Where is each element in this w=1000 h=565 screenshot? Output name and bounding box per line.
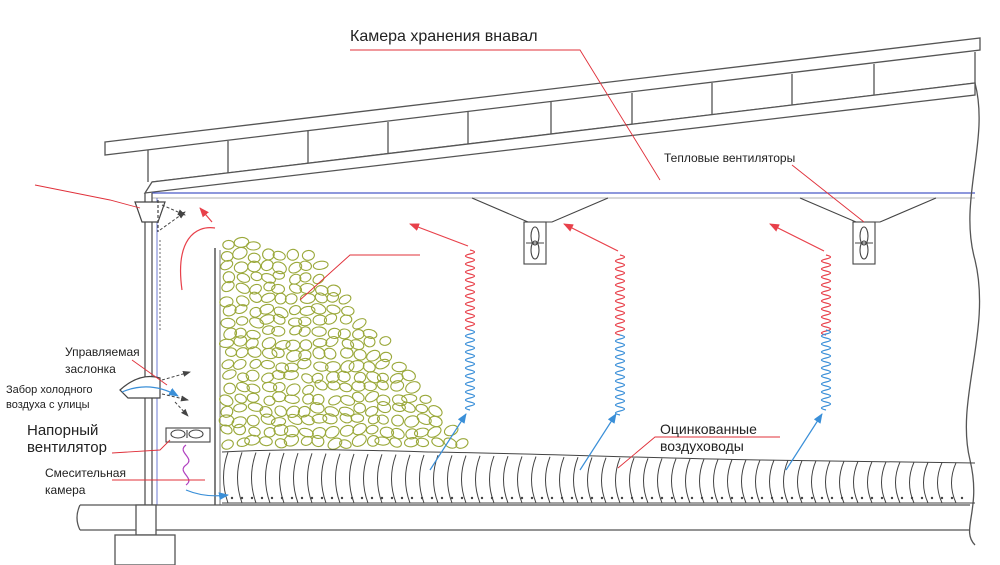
potato-pile: [218, 236, 469, 450]
mixing-chamber-line1: Смесительная: [45, 466, 126, 480]
ducts-line2: воздуховоды: [660, 438, 744, 454]
air-duct: [221, 449, 976, 504]
floor: [76, 504, 970, 565]
air-flow-spirals: [409, 223, 832, 471]
pressure-fan-line2: вентилятор: [27, 439, 107, 456]
leader-lines: [34, 49, 865, 481]
pressure-fan-label: Напорный вентилятор: [27, 422, 107, 456]
heat-fan-2: [799, 197, 937, 265]
upper-damper-flow: [161, 204, 186, 216]
controlled-damper-line1: Управляемая: [65, 345, 140, 359]
ducts-label: Оцинкованные воздуховоды: [660, 421, 757, 455]
controlled-damper-label: Управляемая заслонка: [65, 344, 140, 378]
intake-flow: [121, 386, 179, 397]
recirculation-flow: [180, 227, 216, 291]
cold-air-intake-line1: Забор холодного: [6, 384, 93, 396]
upper-damper: [134, 200, 166, 232]
mixing-chamber-line2: камера: [45, 483, 86, 497]
ducts-line1: Оцинкованные: [660, 421, 757, 437]
left-wall: [144, 193, 158, 505]
heat-fan-1: [471, 197, 609, 265]
mixing-chamber-label: Смесительная камера: [45, 465, 126, 499]
pressure-fan-line1: Напорный: [27, 422, 99, 439]
mixing-flow: [182, 444, 190, 486]
cold-air-intake-label: Забор холодного воздуха с улицы: [6, 383, 93, 413]
controlled-damper-line2: заслонка: [65, 362, 116, 376]
heat-fans-label: Тепловые вентиляторы: [664, 151, 796, 165]
cold-air-intake-line2: воздуха с улицы: [6, 399, 90, 411]
roof: [104, 37, 981, 194]
pressure-fan: [165, 427, 211, 443]
right-wall-break: [965, 82, 981, 546]
storage-chamber-label: Камера хранения внавал: [350, 28, 538, 45]
